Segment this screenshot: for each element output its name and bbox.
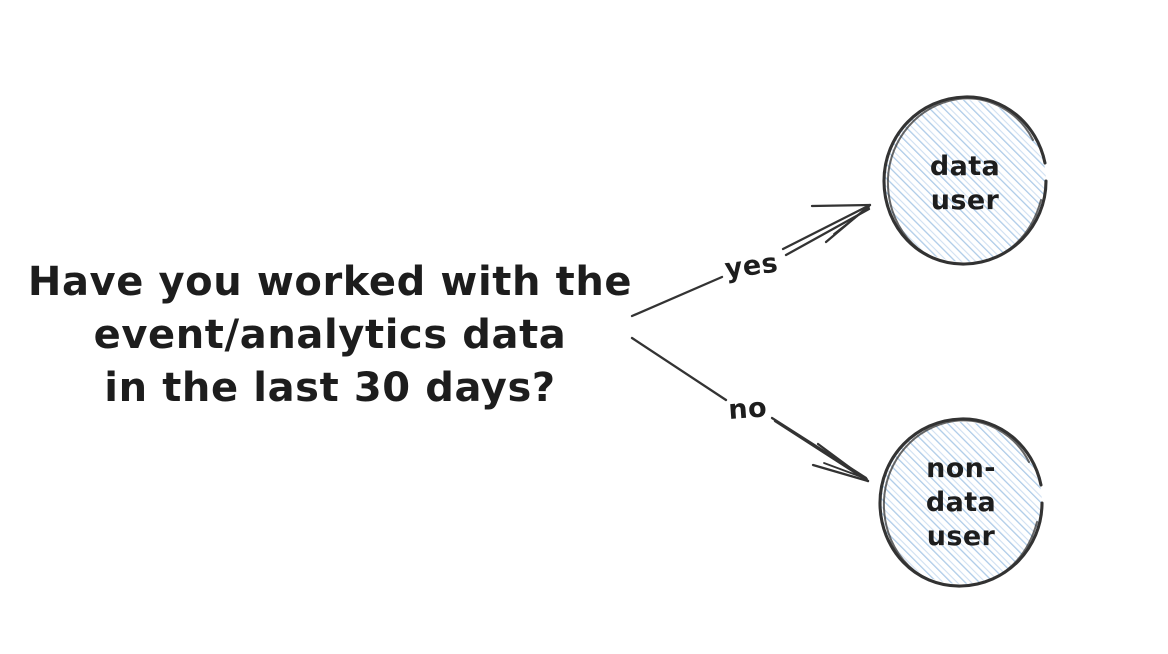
node-data-user[interactable]: data user [880, 95, 1052, 268]
edge-yes-segment-2 [781, 204, 870, 251]
edge-yes-segment-1 [630, 275, 724, 318]
edge-no-arrowhead-barb-1 [816, 442, 870, 483]
node-data-user-fill [884, 100, 1046, 262]
node-data-user-line-2: user [931, 185, 1000, 216]
edge-yes-label: yes [723, 248, 780, 285]
node-non-data-user[interactable]: non- data user [876, 417, 1048, 590]
question-text-block: Have you worked with the event/analytics… [28, 259, 632, 411]
question-line-1: Have you worked with the [28, 259, 632, 305]
node-non-data-user-line-1: non- [926, 453, 996, 484]
node-non-data-user-fill [880, 422, 1042, 584]
question-line-3: in the last 30 days? [104, 365, 555, 411]
edge-no[interactable]: no [630, 336, 870, 483]
node-non-data-user-line-2: data [926, 487, 996, 518]
edge-no-segment-1 [630, 336, 728, 402]
node-non-data-user-outline-2 [882, 419, 1038, 588]
edge-no-arrowhead-barb-2 [811, 463, 870, 483]
node-data-user-line-1: data [930, 151, 1000, 182]
node-data-user-outline-2 [886, 97, 1042, 266]
edge-no-arrowhead-barb-3 [823, 462, 868, 480]
question-line-2: event/analytics data [94, 312, 567, 358]
edge-yes-arrowhead-barb-1 [810, 203, 872, 208]
node-non-data-user-line-3: user [927, 521, 996, 552]
edge-yes[interactable]: yes [630, 203, 872, 318]
edge-no-label: no [727, 392, 768, 426]
edge-yes-arrowhead-barb-3 [833, 206, 870, 235]
